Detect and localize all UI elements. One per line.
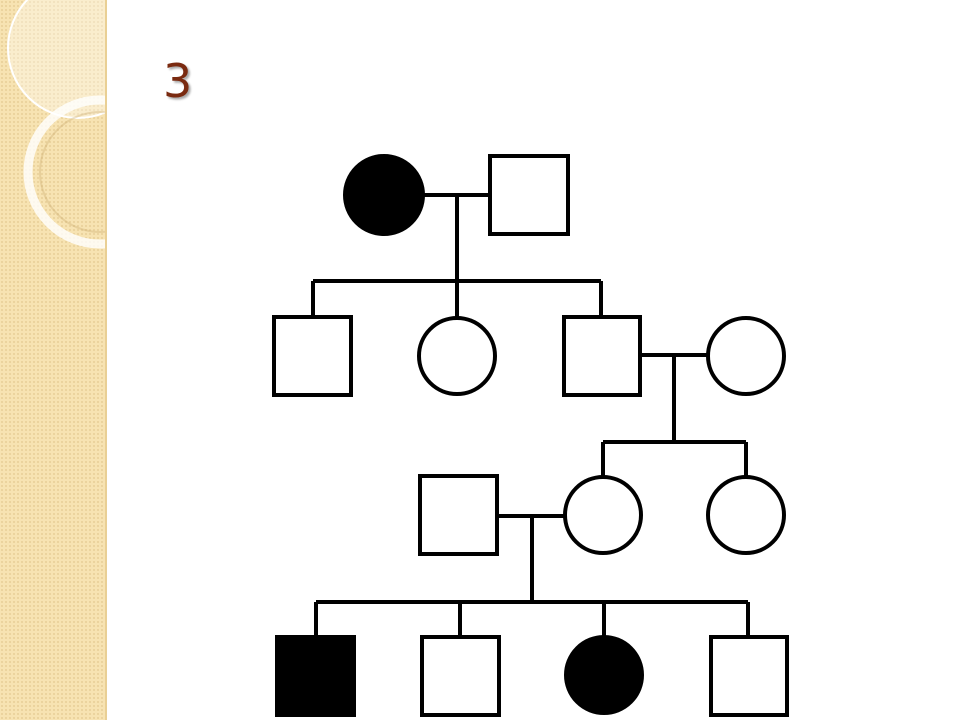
pedigree-individuals: [272, 154, 789, 717]
pedigree-lines: [311, 193, 750, 637]
affected-female-g1: [343, 154, 425, 236]
affected-female-g4-daughter: [564, 635, 644, 715]
slide-number: 3: [163, 54, 193, 108]
unaffected-female-g2-spouse: [706, 316, 786, 396]
decorative-rings: [7, 0, 105, 249]
unaffected-male-g2-son-2: [562, 315, 642, 397]
decorative-sidebar: [0, 0, 107, 720]
unaffected-female-g3-daughter-1: [563, 475, 643, 555]
unaffected-male-g2-son-1: [272, 315, 353, 397]
unaffected-male-g3-spouse: [418, 474, 499, 556]
affected-male-g4-son-1: [275, 635, 356, 717]
unaffected-male-g4-son-2: [420, 635, 501, 717]
unaffected-male-g4-son-3: [709, 635, 789, 717]
unaffected-male-g1: [488, 154, 570, 236]
unaffected-female-g2-daughter: [417, 316, 497, 396]
unaffected-female-g3-daughter-2: [706, 475, 786, 555]
